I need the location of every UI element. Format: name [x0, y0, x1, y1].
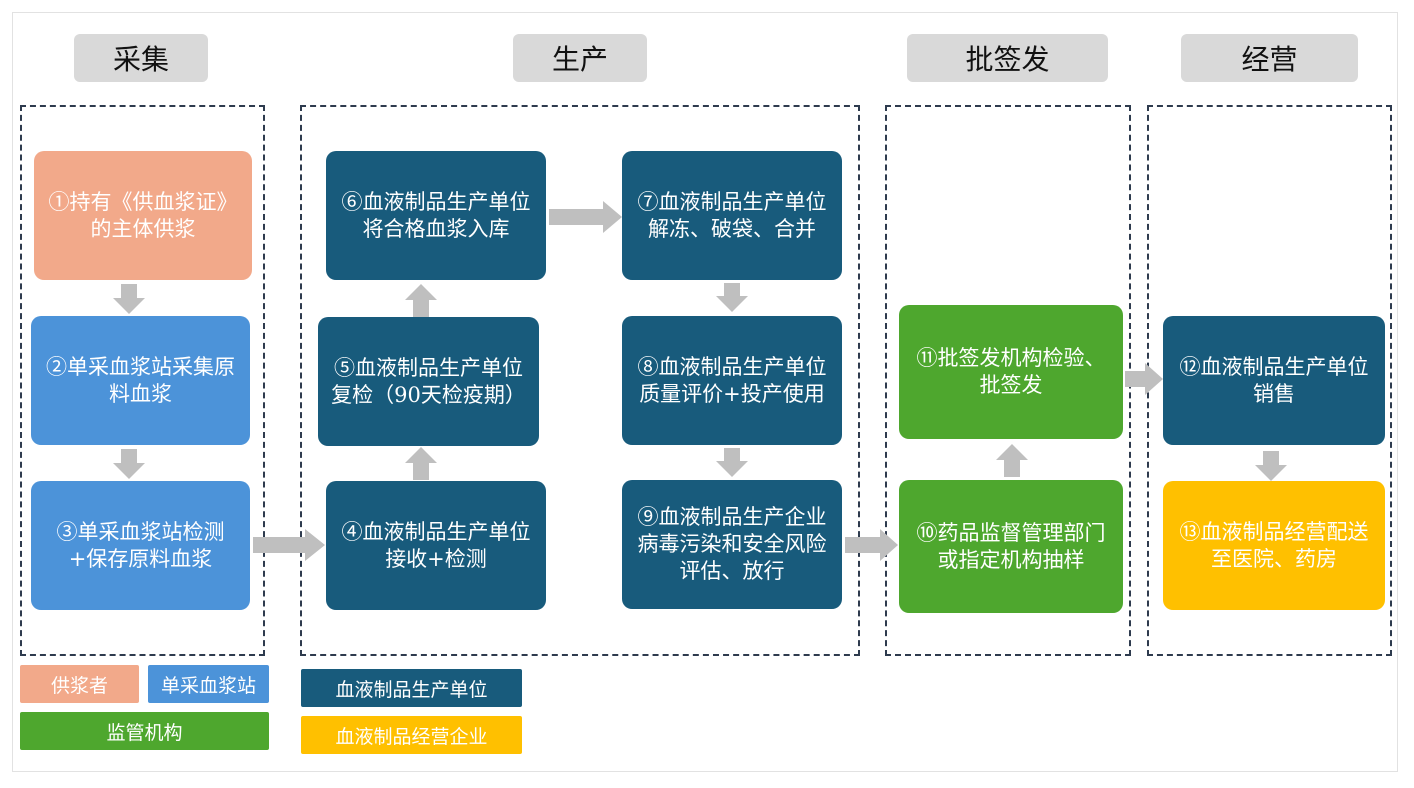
step-7-thaw-pool: ⑦血液制品生产单位解冻、破袋、合并 [622, 151, 842, 280]
section-collect [20, 105, 265, 656]
arrow-down-12-13 [1255, 451, 1287, 481]
step-12-sales: ⑫血液制品生产单位销售 [1163, 316, 1385, 445]
legend-distributor: 血液制品经营企业 [301, 716, 522, 754]
step-11-batch-release: ⑪批签发机构检验、批签发 [899, 305, 1123, 439]
arrow-up-5-6 [405, 284, 437, 317]
step-4-receive-test: ④血液制品生产单位接收+检测 [326, 481, 546, 610]
step-7-label: ⑦血液制品生产单位解冻、破袋、合并 [637, 189, 827, 241]
step-12-label: ⑫血液制品生产单位销售 [1179, 354, 1369, 406]
legend-donor: 供浆者 [20, 665, 139, 703]
step-9-label: ⑨血液制品生产企业病毒污染和安全风险评估、放行 [637, 505, 827, 583]
section-produce [300, 105, 860, 656]
step-10-label: ⑩药品监督管理部门或指定机构抽样 [916, 520, 1106, 572]
arrow-down-1-2 [113, 284, 145, 314]
step-3-plasma-testing-storage: ③单采血浆站检测+保存原料血浆 [31, 481, 250, 610]
step-8-quality-evaluation: ⑧血液制品生产单位质量评价+投产使用 [622, 316, 842, 445]
step-11-label: ⑪批签发机构检验、批签发 [916, 346, 1106, 397]
arrow-right-11-12 [1125, 363, 1163, 395]
step-5-label: ⑤血液制品生产单位复检（90天检疫期） [331, 355, 526, 407]
header-produce: 生产 [513, 34, 647, 82]
arrow-right-6-7 [549, 201, 622, 233]
step-9-risk-assessment-release: ⑨血液制品生产企业病毒污染和安全风险评估、放行 [622, 480, 842, 609]
step-6-warehouse: ⑥血液制品生产单位将合格血浆入库 [326, 151, 546, 280]
step-8-label: ⑧血液制品生产单位质量评价+投产使用 [637, 354, 827, 406]
step-1-label: ①持有《供血浆证》的主体供浆 [48, 189, 238, 241]
legend-producer: 血液制品生产单位 [301, 669, 522, 707]
arrow-up-4-5 [405, 447, 437, 480]
header-approve: 批签发 [907, 34, 1108, 82]
arrow-right-9-10 [845, 529, 898, 561]
arrow-down-8-9 [716, 448, 748, 477]
step-10-sampling: ⑩药品监督管理部门或指定机构抽样 [899, 480, 1123, 613]
header-operate: 经营 [1181, 34, 1358, 82]
step-2-label: ②单采血浆站采集原料血浆 [46, 354, 235, 406]
step-13-label: ⑬血液制品经营配送至医院、药房 [1179, 519, 1369, 571]
step-13-distribution: ⑬血液制品经营配送至医院、药房 [1163, 481, 1385, 610]
diagram-frame [12, 12, 1398, 772]
step-3-label: ③单采血浆站检测+保存原料血浆 [56, 519, 225, 571]
arrow-up-10-11 [996, 444, 1028, 477]
legend-regulator: 监管机构 [20, 712, 269, 750]
step-1-donor-supply: ①持有《供血浆证》的主体供浆 [34, 151, 252, 280]
arrow-right-3-4 [253, 529, 325, 561]
arrow-down-2-3 [113, 449, 145, 479]
step-6-label: ⑥血液制品生产单位将合格血浆入库 [341, 189, 531, 241]
step-5-retest-quarantine: ⑤血液制品生产单位复检（90天检疫期） [318, 317, 539, 446]
header-collect: 采集 [74, 34, 208, 82]
step-2-plasma-collection: ②单采血浆站采集原料血浆 [31, 316, 250, 445]
step-4-label: ④血液制品生产单位接收+检测 [341, 519, 531, 571]
arrow-down-7-8 [716, 283, 748, 312]
legend-station: 单采血浆站 [148, 665, 269, 703]
